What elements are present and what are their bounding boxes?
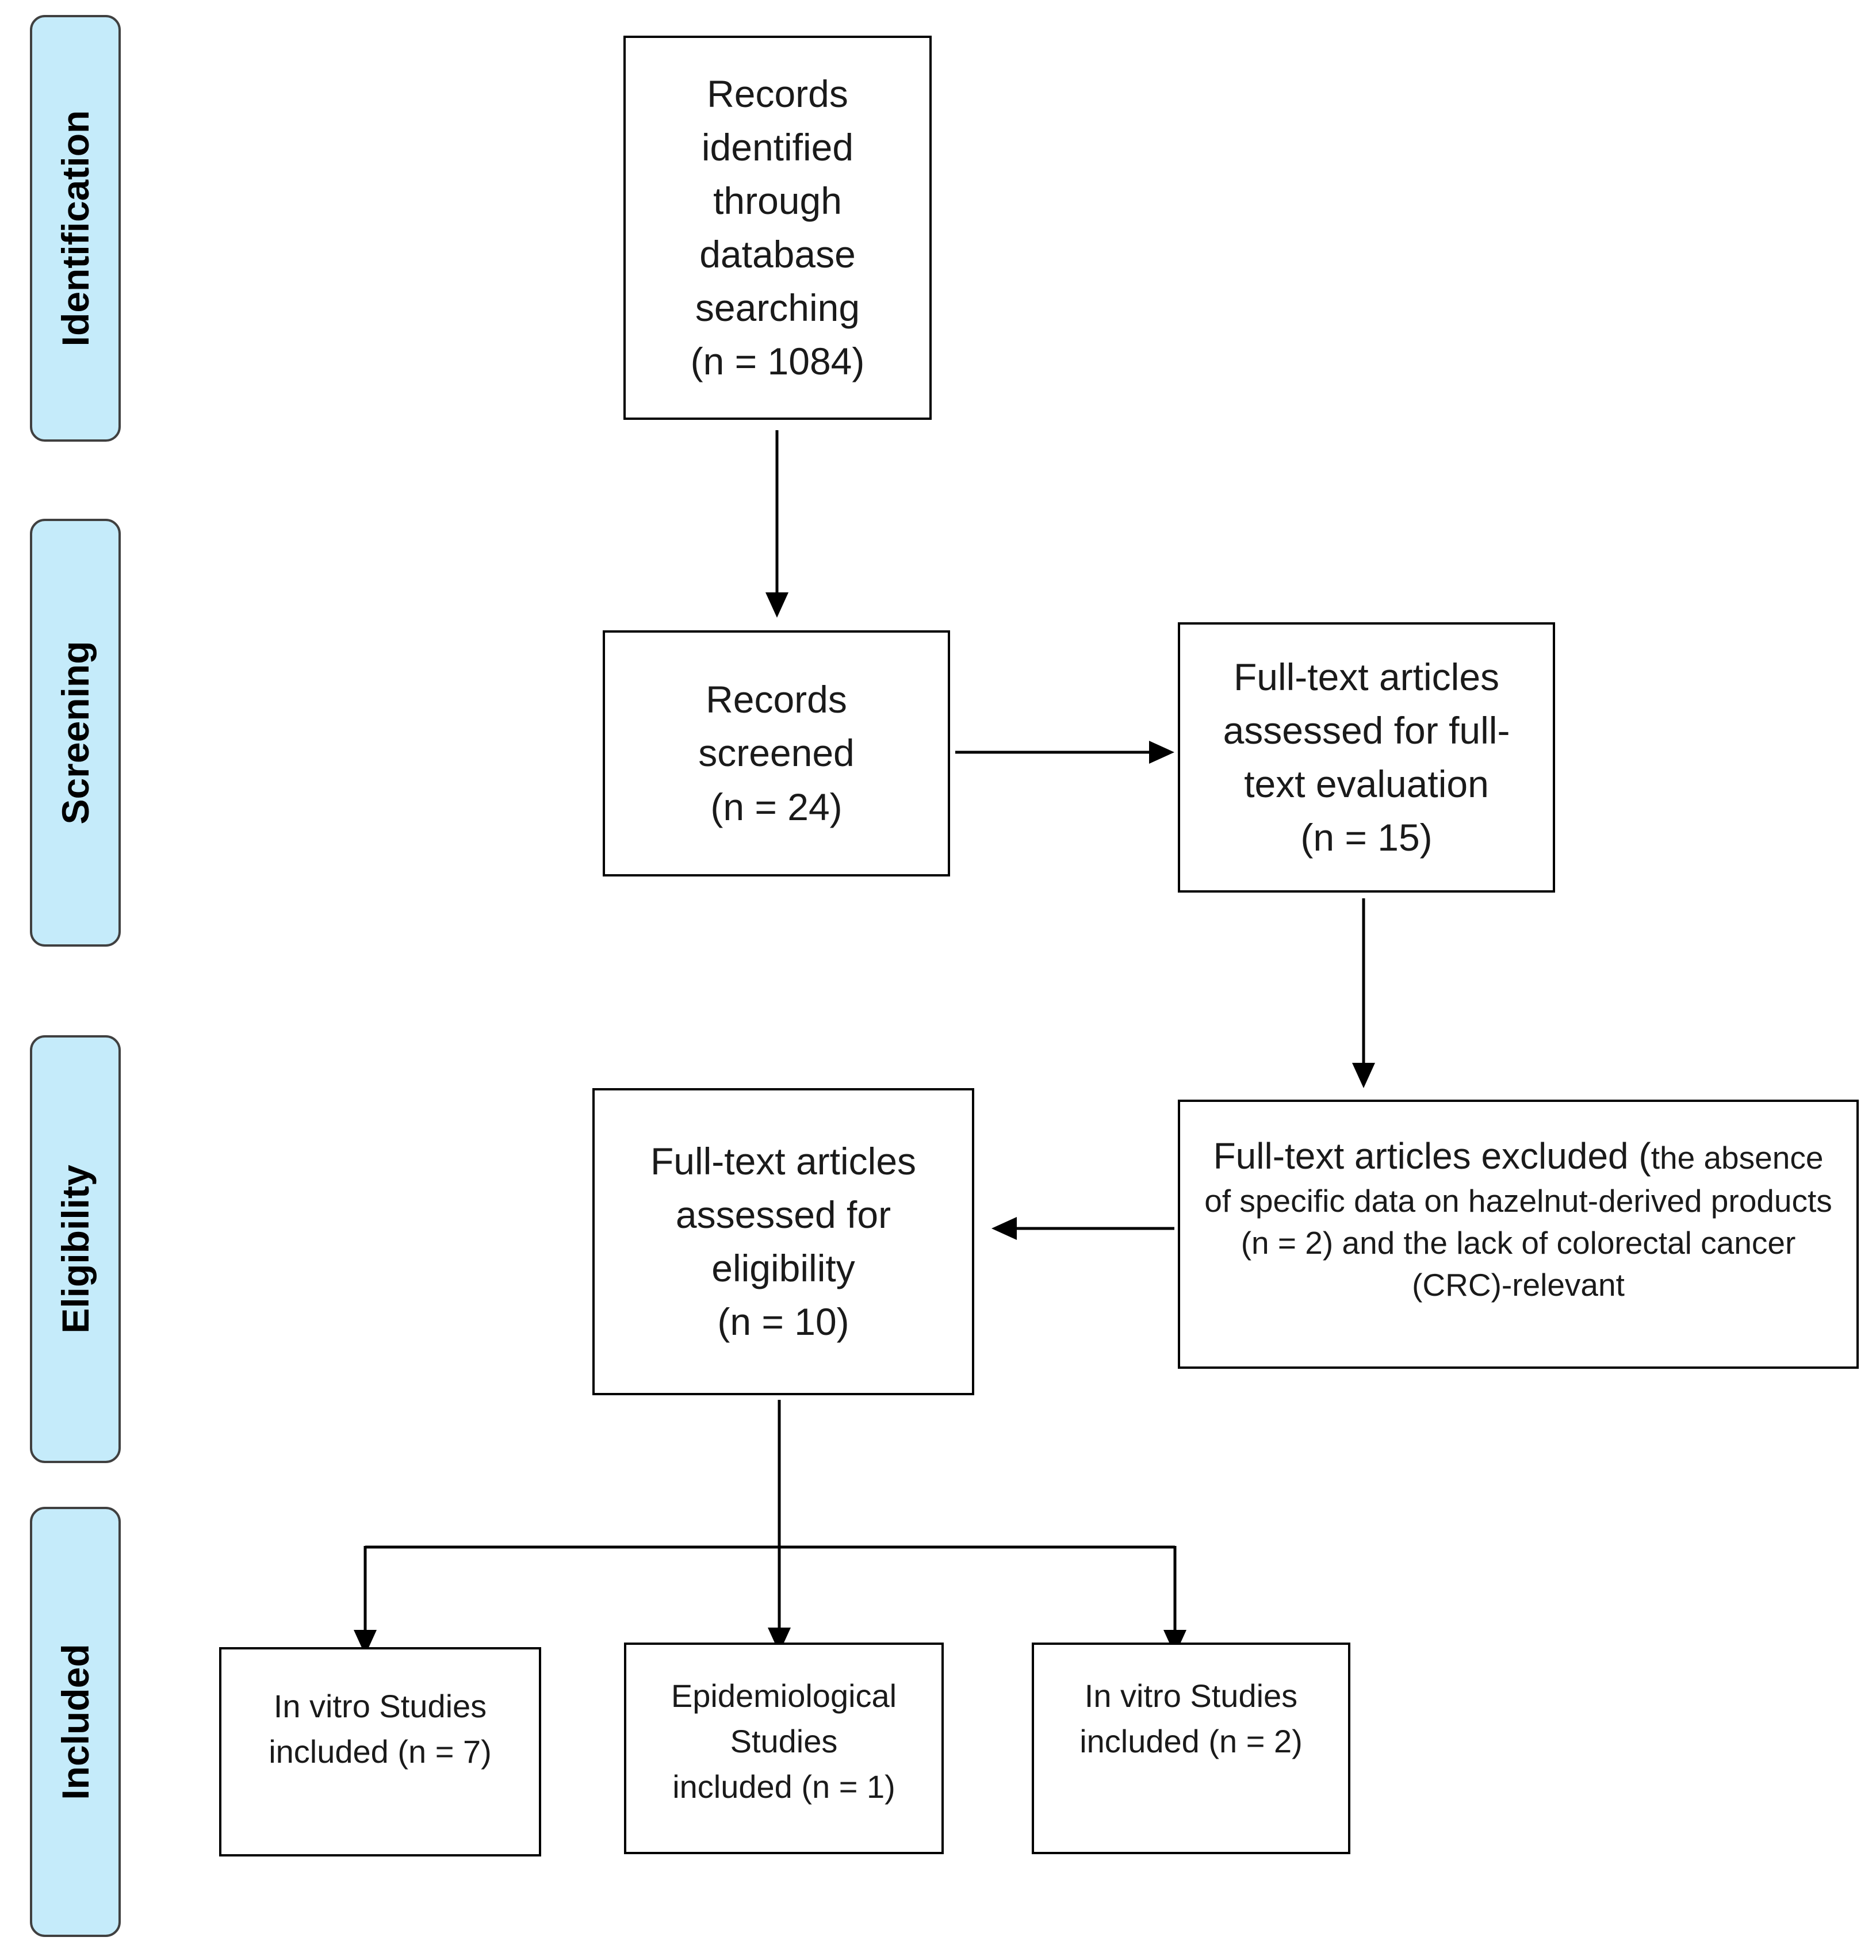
box-line: (n = 15) xyxy=(1300,816,1433,859)
records-identified-box: Records identified through database sear… xyxy=(623,36,932,420)
epidemiological-studies-box: Epidemiological Studies included (n = 1) xyxy=(624,1643,944,1854)
fulltext-assessed-box: Full-text articles assessed for full- te… xyxy=(1178,622,1555,893)
phase-identification-label: Identification xyxy=(54,110,97,347)
excluded-reasons: the absence of specific data on hazelnut… xyxy=(1204,1140,1832,1303)
fulltext-eligibility-box: Full-text articles assessed for eligibil… xyxy=(592,1088,974,1395)
arrowhead xyxy=(765,592,788,618)
excluded-heading: Full-text articles excluded ( xyxy=(1213,1135,1651,1177)
box-line: (n = 10) xyxy=(717,1300,849,1343)
arrowhead xyxy=(1352,1063,1375,1088)
box-line: included (n = 2) xyxy=(1079,1722,1303,1759)
box-line: identified xyxy=(701,125,854,169)
records-screened-box: Records screened (n = 24) xyxy=(603,630,950,876)
box-line: Epidemiological xyxy=(671,1678,897,1714)
box-line: included (n = 1) xyxy=(672,1768,895,1805)
box-line: (n = 1084) xyxy=(690,340,865,383)
box-line: Records xyxy=(707,72,848,115)
phase-eligibility: Eligibility xyxy=(30,1035,121,1463)
arrowhead xyxy=(354,1630,377,1655)
arrowhead xyxy=(768,1628,791,1653)
box-line: screened xyxy=(698,732,855,775)
arrowhead xyxy=(991,1217,1017,1240)
box-line: Records xyxy=(706,678,847,721)
box-line: included (n = 7) xyxy=(269,1733,492,1770)
box-line: text evaluation xyxy=(1244,763,1489,805)
phase-eligibility-label: Eligibility xyxy=(54,1165,97,1334)
invitro-studies-right-box: In vitro Studies included (n = 2) xyxy=(1032,1643,1350,1854)
phase-screening: Screening xyxy=(30,519,121,947)
invitro-studies-left-box: In vitro Studies included (n = 7) xyxy=(219,1647,541,1856)
box-line: assessed for full- xyxy=(1223,709,1510,752)
box-line: through xyxy=(713,179,842,222)
box-line: In vitro Studies xyxy=(273,1688,487,1724)
box-line: In vitro Studies xyxy=(1084,1678,1298,1714)
box-line: database xyxy=(699,233,856,275)
phase-screening-label: Screening xyxy=(54,641,97,825)
arrowhead xyxy=(1149,741,1174,764)
box-line: eligibility xyxy=(711,1247,855,1289)
phase-identification: Identification xyxy=(30,15,121,442)
box-line: assessed for xyxy=(675,1193,891,1236)
box-line: Studies xyxy=(730,1722,838,1759)
box-line: Full-text articles xyxy=(1233,655,1500,698)
box-line: (n = 24) xyxy=(710,785,843,828)
box-line: Full-text articles xyxy=(650,1139,917,1182)
phase-included: Included xyxy=(30,1507,121,1937)
fulltext-excluded-box: Full-text articles excluded (the absence… xyxy=(1178,1100,1859,1369)
box-line: searching xyxy=(695,286,860,330)
phase-included-label: Included xyxy=(54,1644,97,1800)
